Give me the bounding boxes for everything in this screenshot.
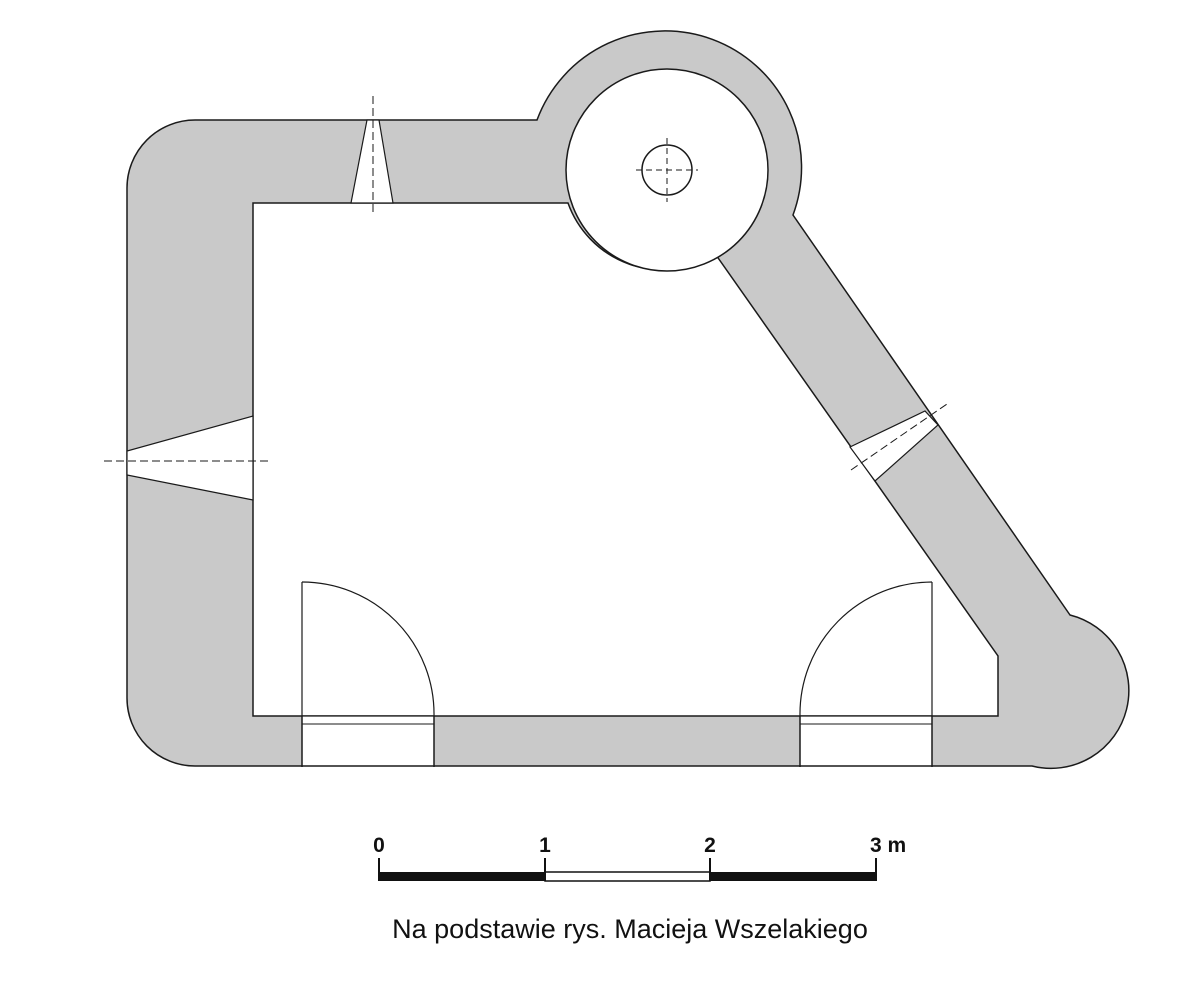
loophole-left xyxy=(104,415,272,501)
source-caption: Na podstawie rys. Macieja Wszelakiego xyxy=(392,914,868,944)
scale-segment-2 xyxy=(544,871,711,882)
scale-segment-1 xyxy=(379,872,545,881)
scale-tick-label: 0 xyxy=(373,834,385,857)
loophole-top xyxy=(350,96,394,212)
scale-segment-3 xyxy=(710,872,876,881)
door-swing-left xyxy=(301,581,435,717)
loophole-diagonal xyxy=(849,403,948,482)
scale-tick-label: 3 m xyxy=(870,834,906,857)
doorway-left xyxy=(301,715,435,767)
scale-tick-label: 2 xyxy=(704,834,716,857)
scale-bar: 0 1 2 3 m xyxy=(373,834,906,882)
door-swing-right xyxy=(799,581,933,717)
doorway-right xyxy=(799,715,933,767)
corner-tower xyxy=(565,68,769,272)
scale-tick-label: 1 xyxy=(539,834,551,857)
